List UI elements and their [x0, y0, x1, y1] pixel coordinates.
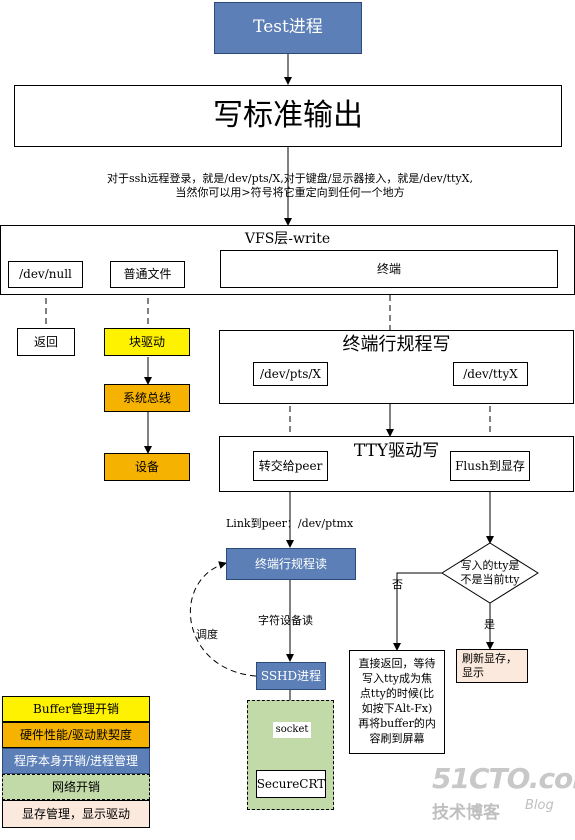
- socket-label: socket: [273, 722, 311, 738]
- dev-tty-node: /dev/ttyX: [453, 362, 528, 386]
- arrow-decision-no: [393, 572, 446, 651]
- dash-schedule-curve: [189, 561, 257, 677]
- legend-item-network: 网络开销: [2, 774, 150, 800]
- block-driver-node: 块驱动: [104, 328, 190, 356]
- tty-driver-write-title: TTY驱动写: [353, 441, 440, 461]
- system-bus-node: 系统总线: [104, 384, 190, 412]
- line-discipline-read-node: 终端行规程读: [226, 548, 356, 580]
- securecrt-node: SecureCRT: [256, 770, 326, 798]
- legend-item-process: 程序本身开销/进程管理: [2, 748, 150, 774]
- wait-return-node: 直接返回，等待 写入tty成为焦 点tty的时候(比 如按下Alt-Fx) 再将…: [349, 650, 445, 754]
- yes-label: 是: [484, 618, 495, 631]
- legend-item-hardware: 硬件性能/驱动默契度: [2, 722, 150, 748]
- device-node: 设备: [104, 453, 190, 481]
- char-device-read-label: 字符设备读: [258, 614, 313, 627]
- refresh-display-node: 刷新显存， 显示: [456, 649, 528, 683]
- terminal-node: 终端: [220, 250, 558, 288]
- flush-vram-node: Flush到显存: [450, 451, 530, 481]
- link-peer-label: Link到peer：/dev/ptmx: [226, 517, 354, 530]
- return-node: 返回: [17, 328, 75, 356]
- dev-null-node: /dev/null: [8, 261, 83, 288]
- watermark-blog: Blog: [525, 798, 554, 813]
- decision-text: 写入的tty是 不是当前tty: [460, 559, 520, 586]
- watermark-site: 51CTO.com: [432, 762, 575, 795]
- dev-pts-node: /dev/pts/X: [253, 362, 328, 386]
- sshd-process-node: SSHD进程: [256, 662, 326, 690]
- redirect-note: 对于ssh远程登录，就是/dev/pts/X,对于键盘/显示器接入，就是/dev…: [107, 172, 473, 200]
- legend-item-display: 显存管理，显示驱动: [2, 800, 150, 828]
- write-stdout-node: 写标准输出: [14, 85, 562, 147]
- legend-item-buffer: Buffer管理开销: [2, 696, 150, 722]
- vfs-layer-title: VFS层-write: [244, 231, 331, 247]
- forward-peer-node: 转交给peer: [253, 451, 328, 481]
- regular-file-node: 普通文件: [110, 261, 185, 288]
- watermark-sub: 技术博客: [432, 803, 500, 823]
- test-process-node: Test进程: [214, 2, 362, 54]
- schedule-label: 调度: [196, 628, 218, 641]
- decision-diamond: [441, 542, 539, 604]
- no-label: 否: [392, 578, 403, 591]
- line-discipline-write-title: 终端行规程写: [342, 334, 451, 355]
